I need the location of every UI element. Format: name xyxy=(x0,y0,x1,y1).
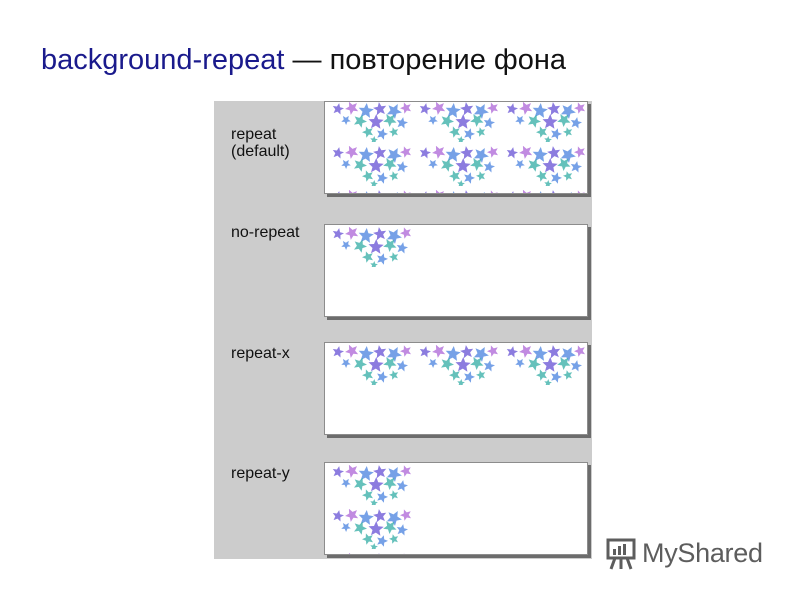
label-repeat-y: repeat-y xyxy=(231,465,290,482)
label-repeat-line2: (default) xyxy=(231,143,290,160)
label-repeat-line1: repeat xyxy=(231,126,277,143)
flower-tile xyxy=(330,465,414,505)
demo-box-repeat-y xyxy=(324,462,588,555)
flower-tile xyxy=(330,227,414,267)
flower-tile xyxy=(504,190,587,193)
myshared-logo: MyShared xyxy=(606,536,763,570)
label-repeat-y-line1: repeat-y xyxy=(231,465,290,482)
flower-tile xyxy=(504,102,587,142)
label-repeat-x: repeat-x xyxy=(231,345,290,362)
flower-tile xyxy=(504,345,587,385)
demo-box-repeat xyxy=(324,101,588,194)
flower-tile xyxy=(330,509,414,549)
demo-box-no-repeat xyxy=(324,224,588,317)
flower-tile xyxy=(417,102,501,142)
flower-tile xyxy=(330,345,414,385)
label-repeat-x-line1: repeat-x xyxy=(231,345,290,362)
flower-tile xyxy=(330,146,414,186)
flower-tile xyxy=(330,553,414,554)
title-separator: — xyxy=(292,44,322,76)
watermark-text: MyShared xyxy=(642,537,763,568)
flower-tile xyxy=(330,190,414,193)
presentation-board-icon xyxy=(606,538,636,570)
slide-title: background-repeat — повторение фона xyxy=(41,44,566,77)
flower-tile xyxy=(417,345,501,385)
label-repeat: repeat (default) xyxy=(231,126,290,160)
label-no-repeat: no-repeat xyxy=(231,224,300,241)
flower-tile xyxy=(417,190,501,193)
background-repeat-demo-panel: repeat (default) no-repeat repeat-x repe… xyxy=(214,101,592,559)
title-property-name: background-repeat xyxy=(41,44,285,76)
flower-tile xyxy=(504,146,587,186)
title-description: повторение фона xyxy=(329,44,567,76)
flower-tile xyxy=(417,146,501,186)
flower-tile xyxy=(330,102,414,142)
demo-box-repeat-x xyxy=(324,342,588,435)
label-no-repeat-line1: no-repeat xyxy=(231,224,300,241)
